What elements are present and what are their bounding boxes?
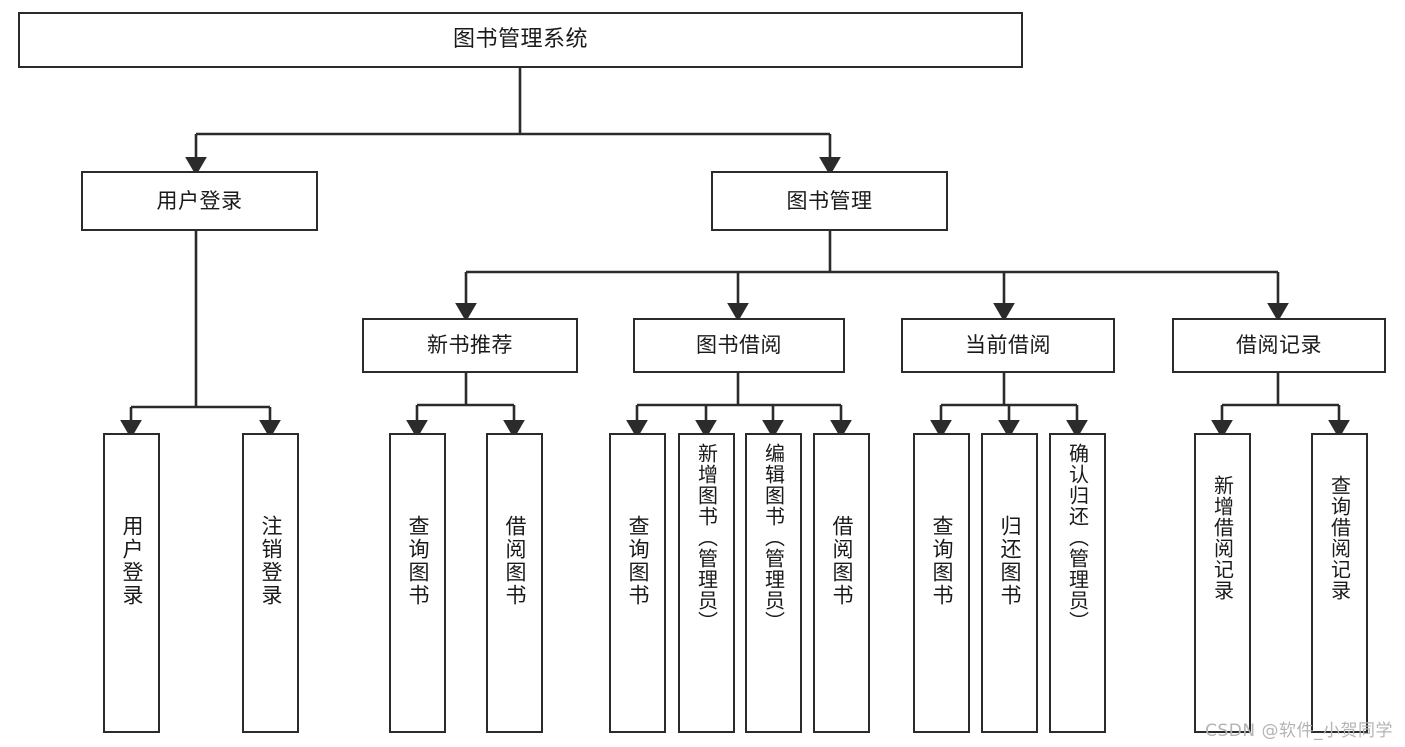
node-leaf-confirm-return[interactable]: 确认归还（管理员） [1049, 433, 1106, 733]
node-leaf-query-book-1[interactable]: 查询图书 [389, 433, 446, 733]
node-root-label: 图书管理系统 [452, 27, 588, 53]
node-leaf-query-book-3-label: 查询图书 [930, 515, 954, 607]
node-leaf-return-book-label: 归还图书 [998, 515, 1022, 607]
node-leaf-add-record-label: 新增借阅记录 [1210, 475, 1235, 601]
node-root[interactable]: 图书管理系统 [18, 12, 1023, 68]
node-current-borrow[interactable]: 当前借阅 [901, 318, 1115, 373]
node-leaf-query-book-2[interactable]: 查询图书 [609, 433, 666, 733]
node-leaf-add-book-label: 新增图书（管理员） [694, 443, 719, 632]
node-leaf-return-book[interactable]: 归还图书 [981, 433, 1038, 733]
watermark-text: CSDN @软件_小贺同学 [1205, 721, 1393, 741]
node-leaf-query-book-2-label: 查询图书 [626, 515, 650, 607]
node-leaf-user-logout-label: 注销登录 [259, 515, 283, 607]
node-leaf-query-record[interactable]: 查询借阅记录 [1311, 433, 1368, 733]
node-leaf-query-book-1-label: 查询图书 [406, 515, 430, 607]
node-leaf-borrow-book-2-label: 借阅图书 [830, 515, 854, 607]
node-current-borrow-label: 当前借阅 [965, 333, 1051, 358]
node-leaf-user-login-label: 用户登录 [120, 515, 144, 607]
node-leaf-borrow-book-1-label: 借阅图书 [503, 515, 527, 607]
node-leaf-query-book-3[interactable]: 查询图书 [913, 433, 970, 733]
node-new-book-rec[interactable]: 新书推荐 [362, 318, 578, 373]
node-leaf-add-record[interactable]: 新增借阅记录 [1194, 433, 1251, 733]
node-new-book-rec-label: 新书推荐 [427, 333, 513, 358]
node-leaf-query-record-label: 查询借阅记录 [1327, 475, 1352, 601]
node-book-manage[interactable]: 图书管理 [711, 171, 948, 231]
node-user-login-label: 用户登录 [156, 188, 243, 213]
node-leaf-user-login[interactable]: 用户登录 [103, 433, 160, 733]
node-borrow-record-label: 借阅记录 [1236, 333, 1322, 358]
node-leaf-borrow-book-1[interactable]: 借阅图书 [486, 433, 543, 733]
node-book-borrow[interactable]: 图书借阅 [633, 318, 845, 373]
node-leaf-confirm-return-label: 确认归还（管理员） [1065, 443, 1090, 632]
node-leaf-user-logout[interactable]: 注销登录 [242, 433, 299, 733]
node-leaf-add-book[interactable]: 新增图书（管理员） [678, 433, 735, 733]
node-leaf-edit-book-label: 编辑图书（管理员） [761, 443, 786, 632]
node-borrow-record[interactable]: 借阅记录 [1172, 318, 1386, 373]
node-leaf-edit-book[interactable]: 编辑图书（管理员） [745, 433, 802, 733]
node-leaf-borrow-book-2[interactable]: 借阅图书 [813, 433, 870, 733]
node-user-login[interactable]: 用户登录 [81, 171, 318, 231]
node-book-borrow-label: 图书借阅 [696, 333, 782, 358]
node-book-manage-label: 图书管理 [786, 188, 873, 213]
